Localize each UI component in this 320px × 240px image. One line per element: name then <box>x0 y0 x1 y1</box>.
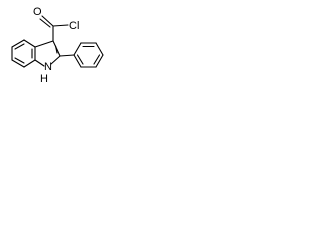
acyl-chloride-group <box>39 15 69 42</box>
bond <box>95 42 104 56</box>
bond <box>11 39 25 48</box>
oxygen-atom-label: O <box>33 6 42 18</box>
double-bond-inner <box>93 54 101 65</box>
chlorine-atom-label: Cl <box>69 20 79 32</box>
bond <box>73 54 82 68</box>
hydrogen-atom-label: H <box>40 73 48 85</box>
pyrrole-ring <box>34 40 61 67</box>
bond <box>34 59 45 67</box>
bond <box>23 59 36 68</box>
bond <box>73 42 82 56</box>
double-bond-inner <box>54 45 58 54</box>
double-bond-inner <box>14 43 25 50</box>
bond <box>11 59 25 68</box>
phenyl-ring <box>59 42 104 68</box>
benzene-ring-indole <box>11 39 36 68</box>
double-bond-inner <box>14 57 25 64</box>
bond <box>34 40 54 48</box>
structure-diagram: O Cl N H <box>11 6 104 85</box>
bond <box>95 54 104 68</box>
double-bond-inner <box>39 18 51 28</box>
bond <box>50 55 61 65</box>
bond <box>52 24 69 27</box>
nitrogen-atom-label: N <box>44 61 52 73</box>
double-bond-inner <box>76 54 84 65</box>
bond <box>41 15 54 27</box>
bond <box>59 54 75 57</box>
bond <box>23 39 36 48</box>
